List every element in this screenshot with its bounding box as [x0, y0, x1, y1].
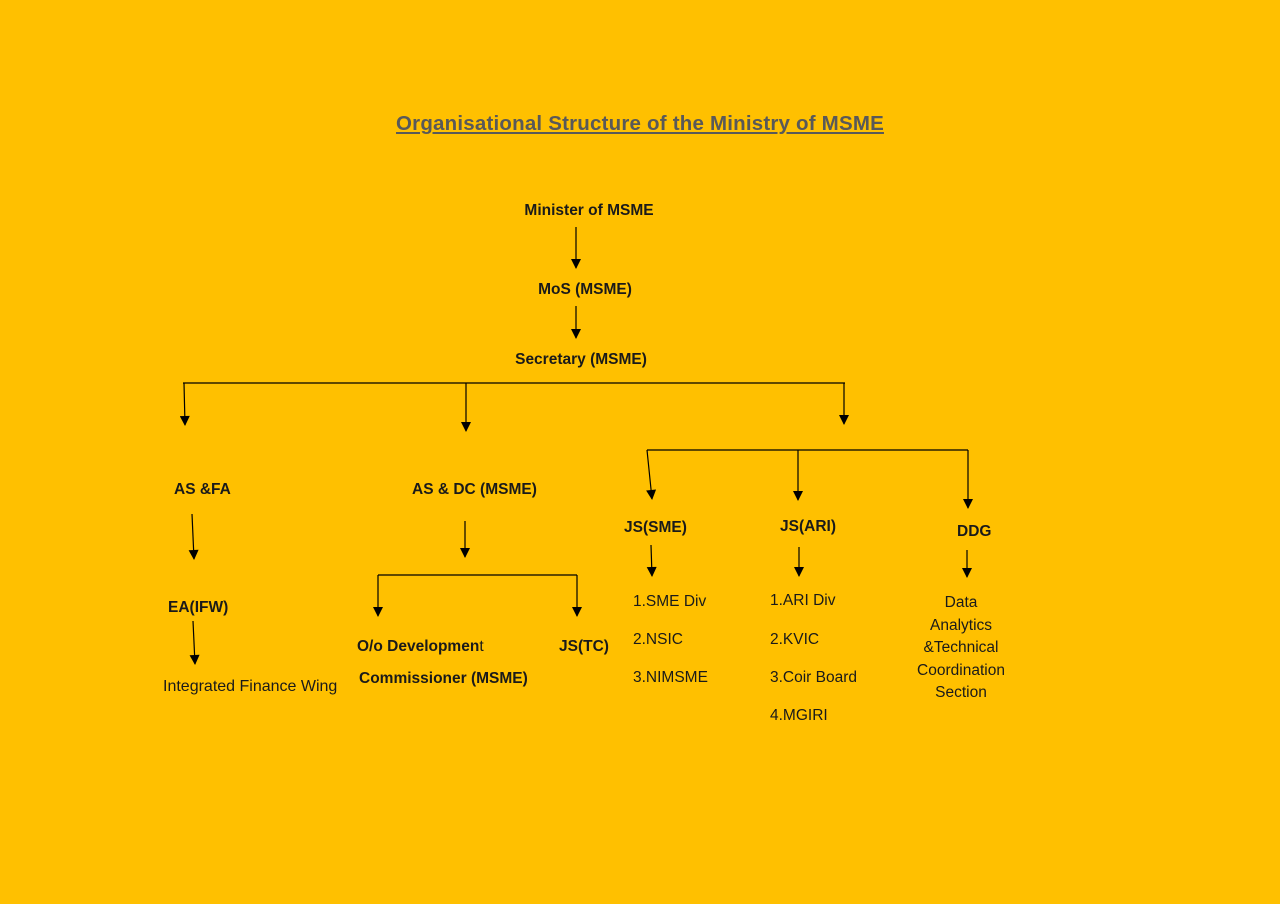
ddg-section-line: Analytics — [929, 616, 993, 634]
list-item-ari-div: 1.ARI Div — [770, 592, 836, 609]
node-as-fa: AS &FA — [174, 481, 231, 498]
ddg-section-line: Data — [944, 594, 978, 611]
list-item-nimsme: 3.NIMSME — [633, 669, 708, 686]
ddg-section-line: &Technical — [923, 639, 999, 656]
node-as-dc: AS & DC (MSME) — [412, 481, 537, 498]
node-js-ari: JS(ARI) — [780, 518, 836, 535]
odc-line1-tail: t — [479, 638, 484, 655]
node-integrated-finance-wing: Integrated Finance Wing — [163, 678, 338, 695]
node-secretary: Secretary (MSME) — [515, 351, 647, 368]
node-ddg: DDG — [957, 523, 992, 540]
node-mos: MoS (MSME) — [538, 281, 632, 298]
node-js-sme: JS(SME) — [624, 519, 687, 536]
node-minister: Minister of MSME — [524, 202, 654, 219]
node-ddg-section: Data Analytics &Technical Coordination S… — [904, 592, 1018, 705]
ddg-section-line: Section — [935, 684, 987, 701]
list-item-mgiri: 4.MGIRI — [770, 707, 828, 724]
node-commissioner-msme: Commissioner (MSME) — [359, 670, 528, 687]
node-ea-ifw: EA(IFW) — [168, 599, 229, 616]
list-item-kvic: 2.KVIC — [770, 631, 820, 648]
node-js-tc: JS(TC) — [559, 638, 609, 655]
list-item-coir-board: 3.Coir Board — [770, 669, 858, 686]
node-oo-development: O/o Development — [357, 639, 484, 655]
chart-title: Organisational Structure of the Ministry… — [396, 112, 884, 135]
odc-line1-bold: O/o Developmen — [357, 638, 480, 655]
list-item-sme-div: 1.SME Div — [633, 593, 707, 610]
list-item-nsic: 2.NSIC — [633, 631, 683, 648]
ddg-section-line: Coordination — [917, 661, 1005, 679]
